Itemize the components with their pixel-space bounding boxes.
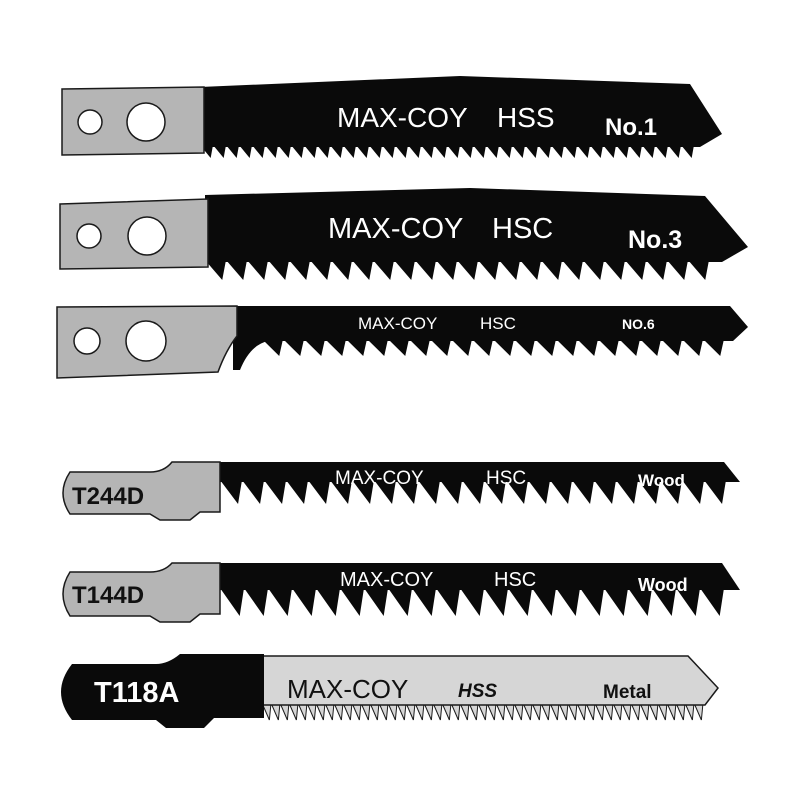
mount-hole-icon	[73, 327, 101, 355]
blade-t244d-brand: MAX-COY	[335, 468, 424, 489]
mount-hole-icon	[76, 223, 102, 249]
blade-t118a-model: T118A	[94, 677, 179, 709]
blade-no3-material: HSC	[492, 213, 553, 245]
mount-hole-icon	[126, 102, 166, 142]
saw-teeth	[262, 339, 735, 356]
mount-hole-icon	[127, 216, 167, 256]
blade-no6-brand: MAX-COY	[358, 314, 437, 333]
blade-t144d-shank	[62, 562, 221, 623]
blade-no6: MAX-COY HSC NO.6	[56, 305, 748, 379]
blade-no3-body	[205, 188, 748, 262]
blade-no3-brand: MAX-COY	[328, 213, 463, 245]
blade-no3: MAX-COY HSC No.3	[59, 188, 748, 270]
blade-t144d-body	[218, 563, 740, 590]
blade-no1-body	[200, 76, 722, 147]
blade-t244d-model: T244D	[72, 483, 144, 510]
blade-no6-material: HSC	[480, 314, 516, 333]
blade-t118a-shank	[61, 654, 264, 728]
blade-t118a-brand: MAX-COY	[287, 674, 408, 704]
blade-t244d-use: Wood	[638, 471, 685, 490]
mount-hole-icon	[77, 109, 103, 135]
blade-t118a-material: HSS	[458, 681, 497, 702]
blade-t244d-body	[218, 462, 740, 482]
blade-t244d-material: HSC	[486, 468, 526, 489]
blade-no3-code: No.3	[628, 226, 682, 254]
saw-teeth	[200, 145, 700, 158]
blade-no1-code: No.1	[605, 114, 657, 141]
saw-teeth	[205, 260, 722, 280]
blade-t144d-material: HSC	[494, 569, 536, 591]
blade-t244d: T244D MAX-COY HSC Wood	[62, 461, 740, 521]
blade-t118a: T118A MAX-COY HSS Metal	[61, 654, 719, 728]
saw-teeth	[220, 588, 740, 616]
blade-t244d-shank	[62, 461, 221, 521]
blade-t144d-use: Wood	[638, 575, 688, 595]
blade-no1-brand: MAX-COY	[337, 102, 468, 133]
blade-no1-material: HSS	[497, 102, 555, 133]
blade-no6-body	[233, 306, 748, 370]
saw-teeth	[220, 480, 740, 504]
teeth-layer	[200, 145, 740, 721]
blade-t144d-brand: MAX-COY	[340, 569, 433, 591]
blade-t144d-model: T144D	[72, 582, 144, 609]
blade-t144d: T144D MAX-COY HSC Wood	[62, 562, 740, 623]
blade-no6-code: NO.6	[622, 316, 655, 332]
mount-hole-icon	[125, 320, 167, 362]
blade-no1: MAX-COY HSS No.1	[61, 76, 722, 156]
blade-t118a-use: Metal	[603, 682, 652, 703]
